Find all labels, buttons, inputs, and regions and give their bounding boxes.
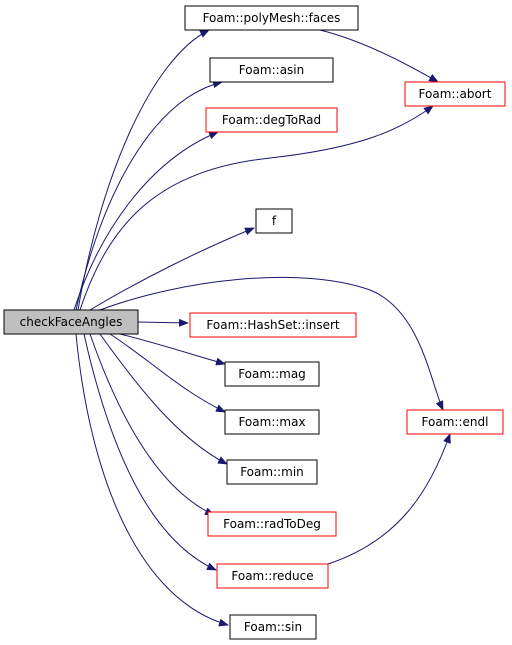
- node-box-radToDeg: [207, 511, 337, 537]
- node-box-abort: [404, 81, 506, 107]
- edge-root-to-degToRad: [73, 131, 219, 311]
- node-box-faces: [184, 5, 359, 31]
- node-max[interactable]: Foam::max: [224, 409, 320, 435]
- node-label-f: f: [272, 214, 277, 228]
- node-sin[interactable]: Foam::sin: [229, 614, 317, 640]
- node-insert[interactable]: Foam::HashSet::insert: [189, 312, 357, 338]
- node-faces[interactable]: Foam::polyMesh::faces: [184, 5, 359, 31]
- edge-root-to-mag: [119, 333, 226, 366]
- edge-root-to-min: [99, 333, 228, 465]
- edge-root-to-asin: [75, 80, 223, 311]
- node-label-mag: Foam::mag: [238, 367, 306, 381]
- node-label-abort: Foam::abort: [419, 87, 492, 101]
- node-radToDeg[interactable]: Foam::radToDeg: [207, 511, 337, 537]
- node-box-degToRad: [205, 107, 338, 133]
- node-asin[interactable]: Foam::asin: [209, 57, 334, 83]
- edge-root-to-f: [89, 227, 255, 311]
- node-box-min: [226, 459, 318, 485]
- edge-root-to-max: [109, 333, 226, 413]
- node-label-faces: Foam::polyMesh::faces: [203, 11, 341, 25]
- node-label-root: checkFaceAngles: [20, 315, 123, 329]
- node-label-radToDeg: Foam::radToDeg: [223, 517, 321, 531]
- edge-root-to-abort: [79, 105, 434, 311]
- node-label-insert: Foam::HashSet::insert: [206, 318, 339, 332]
- node-box-endl: [406, 409, 504, 435]
- node-f[interactable]: f: [255, 208, 293, 234]
- node-label-reduce: Foam::reduce: [231, 569, 313, 583]
- edge-root-to-sin: [75, 333, 229, 627]
- edge-root-to-radToDeg: [89, 333, 215, 516]
- node-label-endl: Foam::endl: [422, 415, 489, 429]
- node-box-f: [255, 208, 293, 234]
- nodes-layer: checkFaceAngles Foam::polyMesh::facesFoam…: [3, 5, 506, 640]
- node-min[interactable]: Foam::min: [226, 459, 318, 485]
- node-box-reduce: [216, 563, 329, 589]
- node-degToRad[interactable]: Foam::degToRad: [205, 107, 338, 133]
- edge-root-to-faces: [77, 29, 210, 311]
- edge-reduce-to-endl: [327, 433, 451, 565]
- node-abort[interactable]: Foam::abort: [404, 81, 506, 107]
- node-box-sin: [229, 614, 317, 640]
- edge-root-to-endl: [99, 276, 444, 411]
- node-label-min: Foam::min: [240, 465, 304, 479]
- node-reduce[interactable]: Foam::reduce: [216, 563, 329, 589]
- node-mag[interactable]: Foam::mag: [224, 361, 320, 387]
- edge-root-to-reduce: [83, 333, 217, 571]
- node-label-sin: Foam::sin: [244, 620, 302, 634]
- node-label-asin: Foam::asin: [239, 63, 305, 77]
- node-box-root: [3, 309, 139, 335]
- node-label-max: Foam::max: [238, 415, 305, 429]
- edge-faces-to-abort: [319, 29, 439, 83]
- edge-root-to-insert: [137, 318, 189, 327]
- node-box-asin: [209, 57, 334, 83]
- node-label-degToRad: Foam::degToRad: [222, 113, 321, 127]
- node-box-insert: [189, 312, 357, 338]
- node-box-max: [224, 409, 320, 435]
- node-box-mag: [224, 361, 320, 387]
- edges-layer: [73, 29, 451, 627]
- node-root[interactable]: checkFaceAngles: [3, 309, 139, 335]
- node-endl[interactable]: Foam::endl: [406, 409, 504, 435]
